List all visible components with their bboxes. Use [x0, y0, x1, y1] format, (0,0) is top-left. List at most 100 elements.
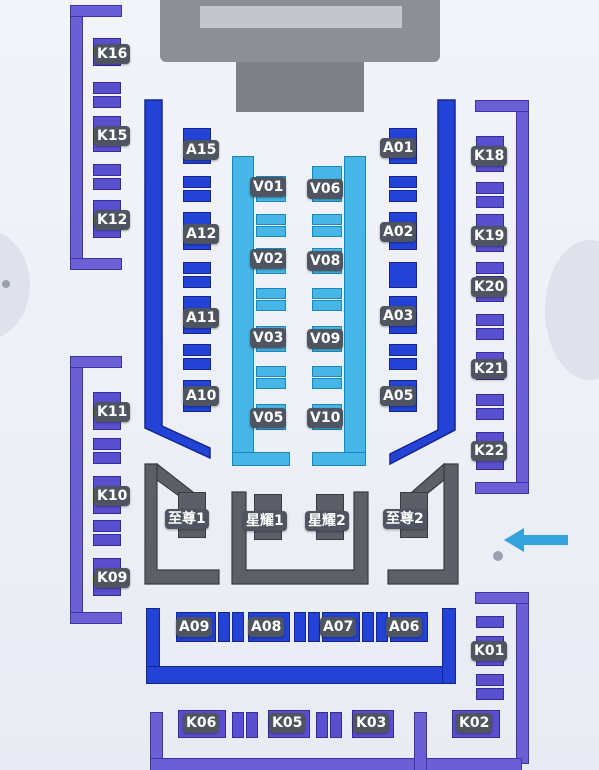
seat-block[interactable] [93, 452, 121, 464]
seat-block[interactable] [312, 378, 342, 389]
section-label-k12[interactable]: K12 [94, 210, 131, 230]
decor-dot [493, 551, 503, 561]
section-label-zhizun2[interactable]: 至尊2 [383, 509, 427, 529]
seat-block[interactable] [93, 534, 121, 546]
section-label-k10[interactable]: K10 [94, 486, 131, 506]
seat-block[interactable] [476, 314, 504, 326]
section-label-xingyao1[interactable]: 星耀1 [243, 511, 287, 531]
section-label-k18[interactable]: K18 [471, 146, 508, 166]
section-label-xingyao2[interactable]: 星耀2 [305, 511, 349, 531]
seat-block[interactable] [476, 616, 504, 628]
seat-block[interactable] [476, 196, 504, 208]
seat-block[interactable] [183, 176, 211, 188]
seat-block[interactable] [389, 190, 417, 202]
seat-block[interactable] [389, 344, 417, 356]
seat-block[interactable] [389, 262, 417, 288]
section-label-k16[interactable]: K16 [94, 44, 131, 64]
section-label-zhizun1[interactable]: 至尊1 [165, 509, 209, 529]
section-label-a03[interactable]: A03 [380, 306, 417, 326]
section-label-a12[interactable]: A12 [183, 224, 220, 244]
section-label-k05[interactable]: K05 [269, 713, 306, 733]
seat-block[interactable] [476, 688, 504, 700]
seat-block[interactable] [316, 712, 328, 738]
section-label-a15[interactable]: A15 [183, 140, 220, 160]
section-label-v08[interactable]: V08 [307, 251, 344, 271]
seat-block[interactable] [476, 674, 504, 686]
section-label-a10[interactable]: A10 [183, 386, 220, 406]
section-k-left-upper-rail-bottom [70, 258, 122, 270]
section-label-v01[interactable]: V01 [250, 177, 287, 197]
section-label-v06[interactable]: V06 [307, 179, 344, 199]
section-label-a06[interactable]: A06 [386, 617, 423, 637]
seat-block[interactable] [476, 182, 504, 194]
seat-block[interactable] [93, 438, 121, 450]
section-label-v09[interactable]: V09 [307, 329, 344, 349]
seat-block[interactable] [389, 176, 417, 188]
seat-block[interactable] [312, 288, 342, 299]
seat-block[interactable] [256, 288, 286, 299]
seat-block[interactable] [256, 366, 286, 377]
section-k01-rail [516, 592, 529, 764]
seat-block[interactable] [93, 82, 121, 94]
seat-block[interactable] [312, 226, 342, 237]
seat-block[interactable] [389, 358, 417, 370]
seat-block[interactable] [294, 612, 306, 642]
section-label-k03[interactable]: K03 [353, 713, 390, 733]
section-label-a01[interactable]: A01 [380, 138, 417, 158]
section-label-k22[interactable]: K22 [471, 441, 508, 461]
seat-block[interactable] [218, 612, 230, 642]
section-label-v05[interactable]: V05 [250, 408, 287, 428]
seat-block[interactable] [93, 96, 121, 108]
section-a-bottom-rail [146, 666, 456, 684]
seat-block[interactable] [183, 190, 211, 202]
section-label-v02[interactable]: V02 [250, 249, 287, 269]
section-label-k15[interactable]: K15 [94, 126, 131, 146]
section-label-v10[interactable]: V10 [307, 408, 344, 428]
section-label-a08[interactable]: A08 [248, 617, 285, 637]
seat-block[interactable] [93, 164, 121, 176]
section-label-k20[interactable]: K20 [471, 277, 508, 297]
section-label-k06[interactable]: K06 [183, 713, 220, 733]
seat-block[interactable] [362, 612, 374, 642]
seat-block[interactable] [183, 262, 211, 274]
seat-block[interactable] [232, 612, 244, 642]
seat-block[interactable] [476, 262, 504, 274]
section-label-k21[interactable]: K21 [471, 359, 508, 379]
seat-block[interactable] [256, 214, 286, 225]
seat-block[interactable] [312, 214, 342, 225]
seat-block[interactable] [232, 712, 244, 738]
section-v-right-rail [344, 156, 366, 466]
section-label-k19[interactable]: K19 [471, 226, 508, 246]
seat-block[interactable] [183, 358, 211, 370]
seat-block[interactable] [308, 612, 320, 642]
section-label-v03[interactable]: V03 [250, 328, 287, 348]
section-label-k11[interactable]: K11 [94, 402, 131, 422]
section-label-a05[interactable]: A05 [380, 386, 417, 406]
seat-block[interactable] [183, 344, 211, 356]
seat-block[interactable] [476, 328, 504, 340]
seat-block[interactable] [476, 394, 504, 406]
section-label-a11[interactable]: A11 [183, 308, 220, 328]
seat-block[interactable] [93, 520, 121, 532]
section-k-bottom-rail-right [414, 712, 427, 770]
section-label-k01[interactable]: K01 [471, 641, 508, 661]
section-k-left-upper-rail-top [70, 5, 122, 17]
section-k-right-rail-bottom [475, 482, 529, 494]
seat-block[interactable] [93, 178, 121, 190]
section-label-a02[interactable]: A02 [380, 222, 417, 242]
seat-block[interactable] [246, 712, 258, 738]
seat-block[interactable] [183, 276, 211, 288]
section-label-a09[interactable]: A09 [176, 617, 213, 637]
seat-block[interactable] [476, 408, 504, 420]
seat-block[interactable] [330, 712, 342, 738]
section-label-k02[interactable]: K02 [456, 713, 493, 733]
section-k-left-lower-rail-bottom [70, 612, 122, 624]
seat-block[interactable] [312, 366, 342, 377]
section-label-k09[interactable]: K09 [94, 568, 131, 588]
seat-block[interactable] [256, 378, 286, 389]
seat-block[interactable] [256, 300, 286, 311]
section-label-a07[interactable]: A07 [320, 617, 357, 637]
seat-block[interactable] [312, 300, 342, 311]
seat-block[interactable] [256, 226, 286, 237]
